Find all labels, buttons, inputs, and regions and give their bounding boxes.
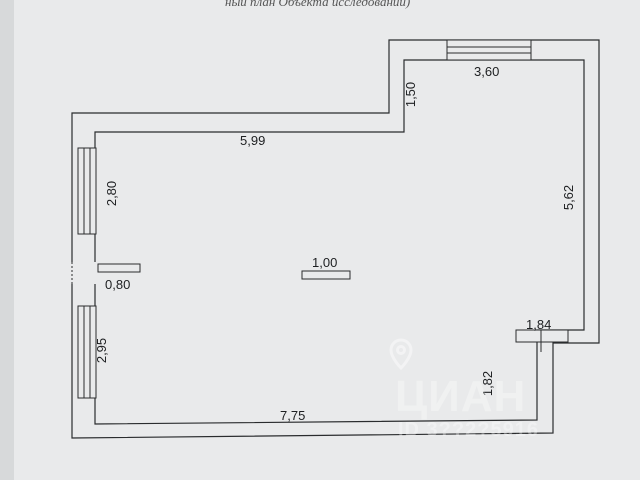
dim-notch-width: 1,84 (526, 317, 552, 332)
dim-doorway: 0,80 (105, 277, 131, 292)
dim-partition: 1,00 (312, 255, 338, 270)
inner-wall-outline (94, 59, 585, 425)
dim-left-upper: 2,80 (104, 180, 120, 207)
top-window (446, 39, 532, 61)
dim-bay-offset: 1,50 (403, 81, 419, 108)
watermark-brand: ЦИАН (395, 372, 527, 421)
partition-stub (97, 263, 141, 273)
outer-wall-outline (71, 39, 600, 439)
notch-opening (515, 329, 569, 352)
left-doorway-gap (71, 262, 97, 284)
watermark-pin-icon (389, 338, 413, 371)
dim-right-wall: 5,62 (561, 184, 577, 211)
dim-bottom-wall: 7,75 (280, 408, 306, 423)
header-caption: ный план Объекта исследований) (225, 0, 411, 9)
walls (71, 39, 600, 439)
paper-sheet (14, 0, 640, 480)
dim-left-lower: 2,95 (94, 337, 110, 364)
dim-top-wall-right: 3,60 (474, 64, 500, 79)
left-lower-window (77, 305, 97, 399)
left-upper-window (77, 147, 97, 235)
dim-top-wall-left: 5,99 (240, 133, 266, 148)
centre-partition (301, 270, 351, 280)
watermark-id: ID 3??2?5916 (398, 419, 539, 441)
